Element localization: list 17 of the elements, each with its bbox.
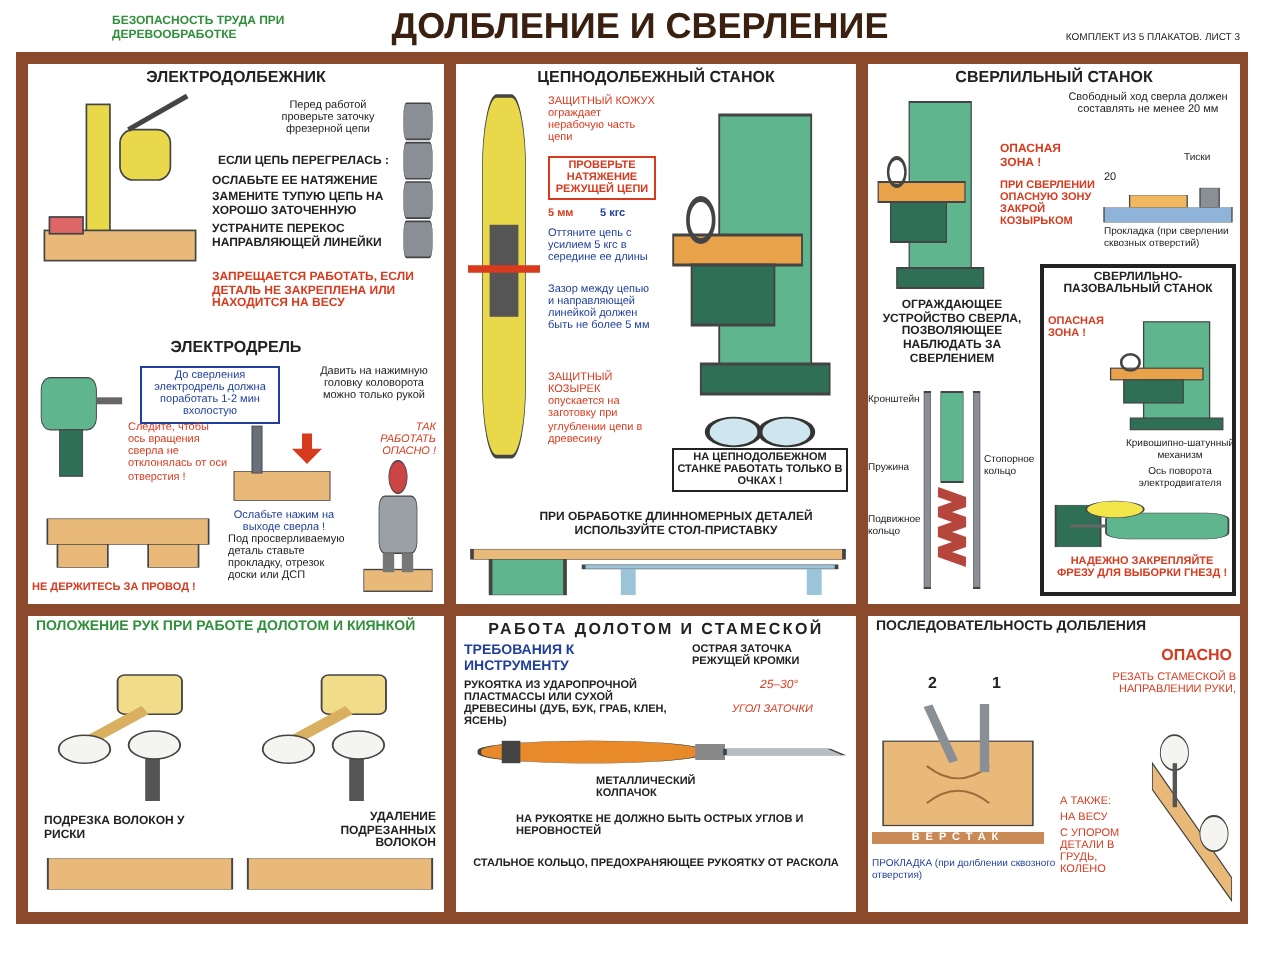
section-heading: ЭЛЕКТРОДРЕЛЬ [168,338,304,356]
section-heading: ЭЛЕКТРОДОЛБЕЖНИК [144,68,328,86]
section-panel [28,616,444,912]
poster-title: ДОЛБЛЕНИЕ И СВЕРЛЕНИЕ [389,6,891,47]
step-number: 2 [928,676,939,694]
section-panel [868,616,1240,912]
warning-text: ОПАСНО [1159,648,1232,666]
step-number: 1 [992,676,1003,694]
section-panel [1040,264,1236,596]
section-heading: СВЕРЛИЛЬНЫЙ СТАНОК [953,68,1155,86]
section-heading: ЦЕПНОДОЛБЕЖНЫЙ СТАНОК [535,68,777,86]
section-heading: РАБОТА ДОЛОТОМ И СТАМЕСКОЙ [486,620,826,638]
section-panel [868,64,1240,604]
section-panel [28,64,444,334]
section-panel [456,616,856,912]
section-panel [456,64,856,604]
section-panel [28,334,444,604]
